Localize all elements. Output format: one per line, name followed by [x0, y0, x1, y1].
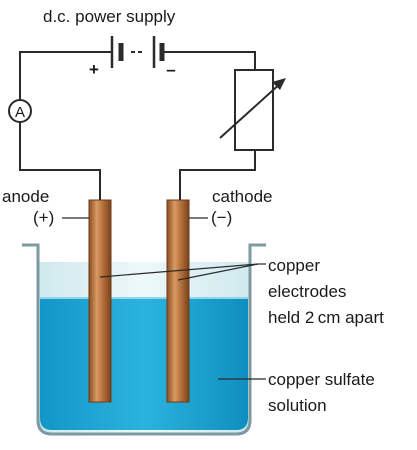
power-supply-label: d.c. power supply — [43, 7, 176, 26]
circuit-wires — [19, 51, 256, 180]
anode-sign: (+) — [33, 208, 54, 227]
solution-label-line1: copper sulfate — [268, 370, 375, 389]
cathode-label: cathode — [212, 187, 273, 206]
solution-label-line2: solution — [268, 396, 327, 415]
ammeter-label: A — [15, 104, 25, 121]
electrodes-label-line1: copper — [268, 256, 320, 275]
electrodes-label-line3: held 2 cm apart — [268, 308, 384, 327]
copper-sulfate-solution — [40, 298, 248, 430]
ammeter-symbol: A — [8, 99, 32, 123]
anode-electrode — [88, 199, 112, 403]
leader-lines — [62, 217, 266, 380]
battery-symbol — [110, 36, 165, 68]
minus-sign: – — [166, 60, 175, 79]
cathode-electrode — [166, 199, 190, 403]
anode-label: anode — [2, 187, 49, 206]
cathode-sign: (−) — [211, 208, 232, 227]
plus-sign: + — [89, 60, 99, 79]
electrodes-label-line2: electrodes — [268, 282, 346, 301]
variable-resistor-symbol — [219, 69, 286, 151]
